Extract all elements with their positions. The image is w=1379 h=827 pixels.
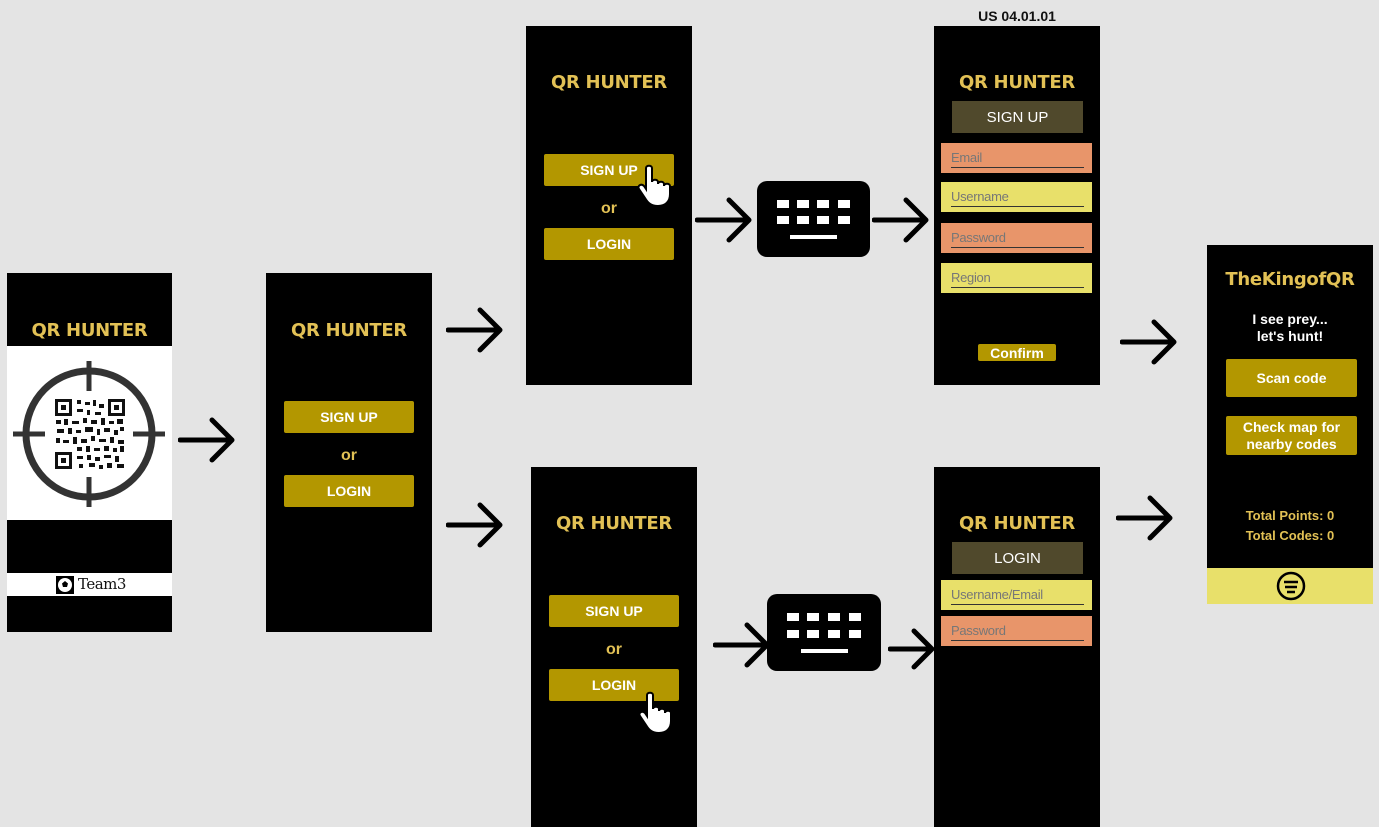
arrow-right-icon bbox=[695, 197, 752, 243]
total-points: Total Points: 0 bbox=[1245, 508, 1335, 523]
username-email-placeholder: Username/Email bbox=[951, 587, 1043, 602]
crosshair-qr-icon bbox=[13, 361, 165, 507]
choice-screen-login-tap: QR HUNTER SIGN UP or LOGIN bbox=[531, 467, 697, 827]
app-title: QR HUNTER bbox=[291, 320, 407, 341]
login-button[interactable]: LOGIN bbox=[549, 669, 679, 701]
home-screen: TheKingofQR I see prey... let's hunt! Sc… bbox=[1207, 245, 1373, 604]
menu-circle-icon[interactable] bbox=[1275, 570, 1307, 602]
arrow-right-icon bbox=[446, 307, 503, 353]
login-button[interactable]: LOGIN bbox=[544, 228, 674, 260]
password-field[interactable]: Password bbox=[941, 616, 1092, 646]
choice-screen: QR HUNTER SIGN UP or LOGIN bbox=[266, 273, 432, 632]
check-map-button[interactable]: Check map for nearby codes bbox=[1226, 416, 1357, 455]
team-bar: Team3 bbox=[7, 573, 172, 596]
pointer-hand-icon bbox=[638, 691, 672, 735]
total-codes: Total Codes: 0 bbox=[1245, 528, 1335, 543]
tagline-line-2: let's hunt! bbox=[1256, 328, 1324, 344]
or-label: or bbox=[601, 200, 617, 217]
arrow-right-icon bbox=[872, 197, 929, 243]
password-placeholder: Password bbox=[951, 623, 1006, 638]
scan-code-button[interactable]: Scan code bbox=[1226, 359, 1357, 397]
signup-button[interactable]: SIGN UP bbox=[284, 401, 414, 433]
login-header: LOGIN bbox=[952, 542, 1083, 574]
signup-form-screen: QR HUNTER SIGN UP Email Username Passwor… bbox=[934, 26, 1100, 385]
login-form-screen: QR HUNTER LOGIN Username/Email Password bbox=[934, 467, 1100, 827]
signup-button[interactable]: SIGN UP bbox=[549, 595, 679, 627]
tagline-line-1: I see prey... bbox=[1252, 311, 1328, 327]
soccer-ball-icon bbox=[56, 576, 74, 594]
app-title: QR HUNTER bbox=[959, 513, 1075, 534]
password-field[interactable]: Password bbox=[941, 223, 1092, 253]
app-title: QR HUNTER bbox=[551, 72, 667, 93]
password-placeholder: Password bbox=[951, 230, 1006, 245]
username-title: TheKingofQR bbox=[1225, 269, 1355, 290]
region-placeholder: Region bbox=[951, 270, 991, 285]
arrow-right-icon bbox=[1116, 495, 1173, 541]
email-field[interactable]: Email bbox=[941, 143, 1092, 173]
story-id-label: US 04.01.01 bbox=[978, 8, 1056, 24]
check-map-line-1: Check map for bbox=[1242, 418, 1341, 435]
splash-screen: QR HUNTER bbox=[7, 273, 172, 632]
arrow-right-icon bbox=[888, 628, 935, 670]
pointer-hand-icon bbox=[637, 164, 671, 208]
arrow-right-icon bbox=[446, 502, 503, 548]
app-title: QR HUNTER bbox=[31, 320, 148, 341]
app-title: QR HUNTER bbox=[556, 513, 672, 534]
arrow-right-icon bbox=[178, 417, 235, 463]
signup-header: SIGN UP bbox=[952, 101, 1083, 133]
choice-screen-signup-tap: QR HUNTER SIGN UP or LOGIN bbox=[526, 26, 692, 385]
tagline: I see prey... let's hunt! bbox=[1207, 311, 1373, 345]
login-button[interactable]: LOGIN bbox=[284, 475, 414, 507]
username-placeholder: Username bbox=[951, 189, 1009, 204]
username-field[interactable]: Username bbox=[941, 182, 1092, 212]
check-map-line-2: nearby codes bbox=[1246, 435, 1337, 452]
arrow-right-icon bbox=[713, 622, 770, 668]
splash-logo-panel bbox=[7, 346, 172, 520]
bottom-bar bbox=[1207, 568, 1373, 604]
app-title: QR HUNTER bbox=[959, 72, 1075, 93]
stats: Total Points: 0 Total Codes: 0 bbox=[1207, 506, 1373, 546]
or-label: or bbox=[341, 447, 357, 464]
keyboard-icon bbox=[767, 594, 881, 671]
username-email-field[interactable]: Username/Email bbox=[941, 580, 1092, 610]
region-field[interactable]: Region bbox=[941, 263, 1092, 293]
team-label: Team3 bbox=[78, 575, 126, 593]
or-label: or bbox=[606, 641, 622, 658]
keyboard-icon bbox=[757, 181, 870, 257]
email-placeholder: Email bbox=[951, 150, 983, 165]
confirm-button[interactable]: Confirm bbox=[978, 344, 1056, 361]
arrow-right-icon bbox=[1120, 319, 1177, 365]
